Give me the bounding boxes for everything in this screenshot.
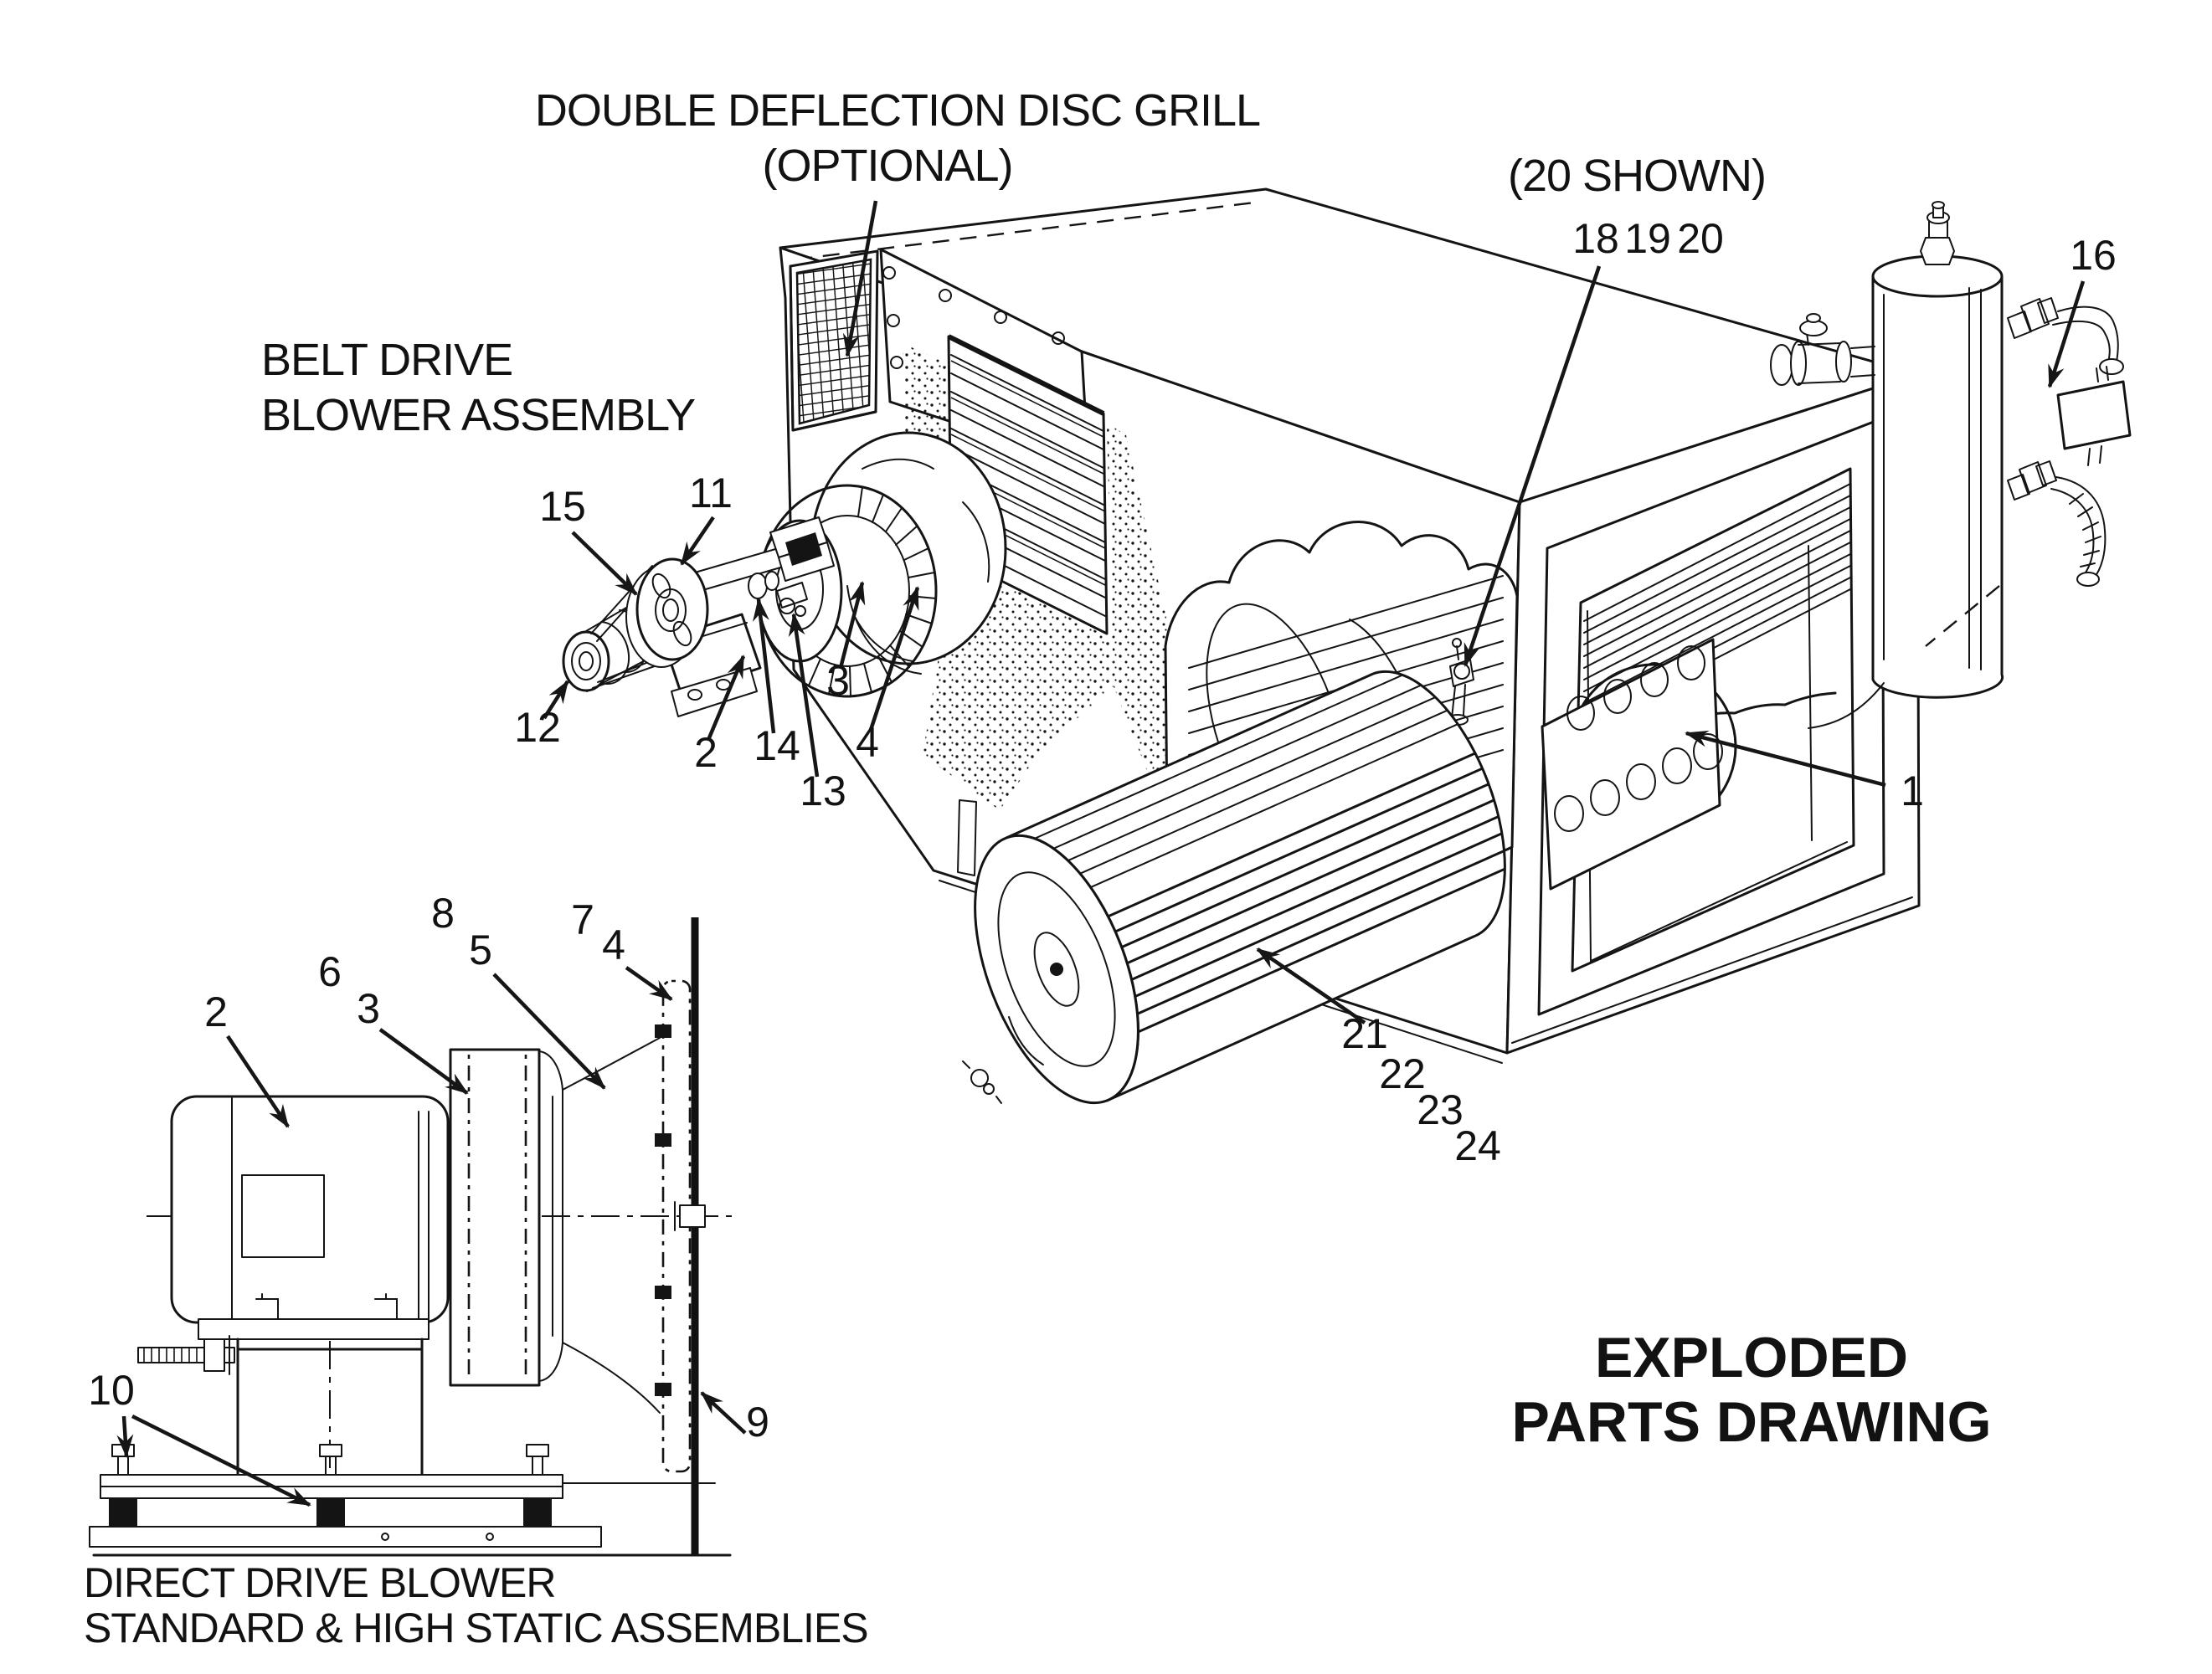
callout-belt-15: 15: [539, 483, 586, 530]
leader-18-19-20: [1463, 265, 1602, 667]
callout-belt-12: 12: [514, 704, 561, 751]
callout-direct-3: 3: [357, 985, 380, 1032]
callout-1: 1: [1901, 768, 1924, 814]
callout-belt-14: 14: [754, 722, 800, 769]
leader-direct-10a: [116, 1415, 134, 1458]
callout-belt-4: 4: [856, 719, 879, 766]
callout-belt-2: 2: [694, 729, 718, 776]
cabinet-top-seam: [795, 201, 1255, 261]
drum-mounting-bolt: [962, 1060, 1002, 1104]
callout-21: 21: [1341, 1010, 1388, 1057]
shaft-collars: [748, 571, 808, 617]
leader-direct-10b: [131, 1414, 311, 1507]
shaft-pulley: [625, 557, 709, 668]
callout-direct-2: 2: [204, 988, 228, 1035]
mounting-base-rails: [89, 1444, 732, 1557]
stipple-area-right: [1107, 423, 1172, 817]
leader-belt-4: [868, 586, 920, 731]
optional-grill-panel: [789, 249, 879, 432]
annotation-grill-note-line1: DOUBLE DEFLECTION DISC GRILL: [535, 85, 1260, 136]
annotation-direct-drive-line1: DIRECT DRIVE BLOWER: [84, 1559, 556, 1606]
leader-direct-9: [700, 1391, 747, 1435]
callout-direct-8: 8: [431, 890, 455, 937]
leader-belt-11: [680, 516, 715, 566]
tank-top-valve: [1920, 201, 1955, 265]
callout-direct-5: 5: [469, 927, 492, 973]
direct-drive-blower-assembly: [89, 917, 737, 1557]
leader-direct-3: [378, 1028, 469, 1095]
callout-22: 22: [1379, 1050, 1426, 1097]
dd-mounting-panel: [655, 917, 706, 1555]
callout-direct-10: 10: [88, 1367, 135, 1414]
callout-direct-6: 6: [318, 948, 342, 995]
dd-pedestal: [137, 1318, 430, 1476]
panel-center-nut: [679, 1204, 706, 1228]
leader-grill-note: [842, 200, 878, 357]
adjusting-bolt: [137, 1335, 235, 1375]
annotation-shown-note: (20 SHOWN): [1508, 151, 1766, 201]
callout-labels: DOUBLE DEFLECTION DISC GRILL (OPTIONAL) …: [84, 85, 2117, 1651]
dd-flex-collar: [562, 1037, 661, 1414]
leader-direct-2: [226, 1035, 290, 1128]
gas-valve-tank: [1770, 201, 2132, 729]
annotation-direct-drive-line2: STANDARD & HIGH STATIC ASSEMBLIES: [84, 1605, 868, 1651]
leader-16: [2047, 280, 2086, 388]
callout-belt-11: 11: [689, 470, 733, 516]
main-title-line2: PARTS DRAWING: [1512, 1390, 1992, 1454]
annotation-grill-note-line2: (OPTIONAL): [762, 141, 1012, 191]
leader-belt-14: [752, 598, 776, 734]
callout-belt-3: 3: [826, 657, 850, 704]
gas-piping-manifold: [1808, 297, 2132, 729]
annotation-belt-drive-line2: BLOWER ASSEMBLY: [261, 390, 695, 440]
callout-16: 16: [2070, 232, 2117, 279]
leader-lines: [116, 200, 2086, 1507]
leader-belt-15: [571, 531, 638, 596]
callout-19: 19: [1624, 215, 1671, 262]
leader-belt-2: [706, 655, 746, 741]
callout-18: 18: [1572, 215, 1619, 262]
leader-direct-4: [625, 966, 673, 1001]
tank-side-fitting: [1770, 313, 1875, 386]
leader-belt-3: [838, 581, 866, 669]
main-title-line1: EXPLODED: [1595, 1326, 1908, 1389]
callout-24: 24: [1454, 1122, 1501, 1169]
shaft-mount-bracket: [769, 516, 835, 582]
callout-direct-7: 7: [571, 896, 594, 943]
leader-1: [1685, 730, 1886, 788]
dd-motor: [170, 1095, 450, 1324]
dd-housing: [449, 1048, 563, 1387]
callout-20: 20: [1677, 215, 1724, 262]
callout-direct-4: 4: [602, 922, 625, 968]
annotation-belt-drive-line1: BELT DRIVE: [261, 335, 512, 385]
heat-exchanger-drum: [962, 670, 1506, 1105]
corner-bracket: [957, 799, 977, 876]
front-opening: [1537, 417, 1885, 1016]
blower-backing-disc: [810, 431, 1007, 665]
leader-direct-5: [492, 973, 606, 1090]
callout-belt-13: 13: [800, 768, 846, 814]
leader-belt-12: [543, 680, 569, 720]
callout-23: 23: [1417, 1086, 1464, 1133]
leader-21: [1256, 947, 1366, 1024]
callout-direct-9: 9: [746, 1399, 769, 1445]
leader-belt-13: [788, 613, 820, 778]
